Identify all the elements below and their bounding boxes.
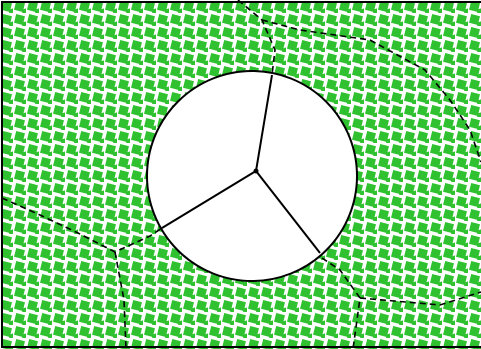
central-disk xyxy=(147,71,357,281)
triple-junction xyxy=(255,170,258,173)
